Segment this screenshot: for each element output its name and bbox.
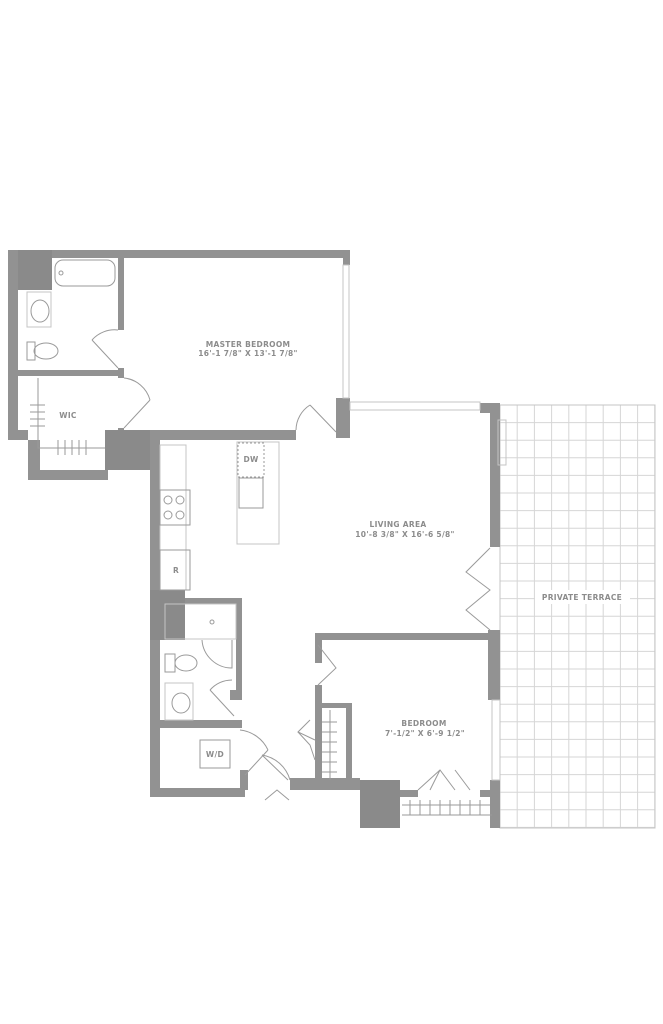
door — [123, 377, 151, 429]
living-area-label: LIVING AREA — [369, 520, 426, 529]
washer-dryer-label: W/D — [206, 750, 224, 759]
kitchen-island — [236, 441, 280, 545]
door — [91, 329, 119, 369]
private-terrace-label: PRIVATE TERRACE — [542, 593, 622, 602]
toilet-icon — [33, 342, 59, 360]
bedroom-label: BEDROOM — [401, 719, 446, 728]
vanity — [26, 291, 52, 328]
wic-label: WIC — [59, 411, 77, 420]
walls — [8, 250, 500, 828]
windows — [342, 264, 507, 781]
master-bedroom-label: MASTER BEDROOM — [206, 340, 291, 349]
refrigerator-label: R — [173, 566, 179, 575]
sink-icon — [30, 299, 50, 323]
dishwasher — [237, 442, 265, 478]
bedroom-dims: 7'-1/2" X 6'-9 1/2" — [385, 729, 465, 738]
room-labels: MASTER BEDROOM 16'-1 7/8" X 13'-1 7/8" L… — [59, 340, 630, 759]
stove-icon — [159, 489, 191, 526]
master-bedroom-dims: 16'-1 7/8" X 13'-1 7/8" — [198, 349, 297, 358]
washer-dryer — [199, 739, 231, 769]
refrigerator — [159, 549, 191, 591]
fixtures — [26, 259, 492, 816]
door — [295, 404, 337, 433]
dishwasher-label: DW — [243, 455, 259, 464]
terrace-outline — [499, 404, 656, 829]
bathtub-icon — [54, 259, 116, 287]
living-area-dims: 10'-8 3/8" X 16'-6 5/8" — [355, 530, 454, 539]
private-terrace — [499, 404, 656, 828]
kitchen-sink-icon — [238, 477, 264, 509]
